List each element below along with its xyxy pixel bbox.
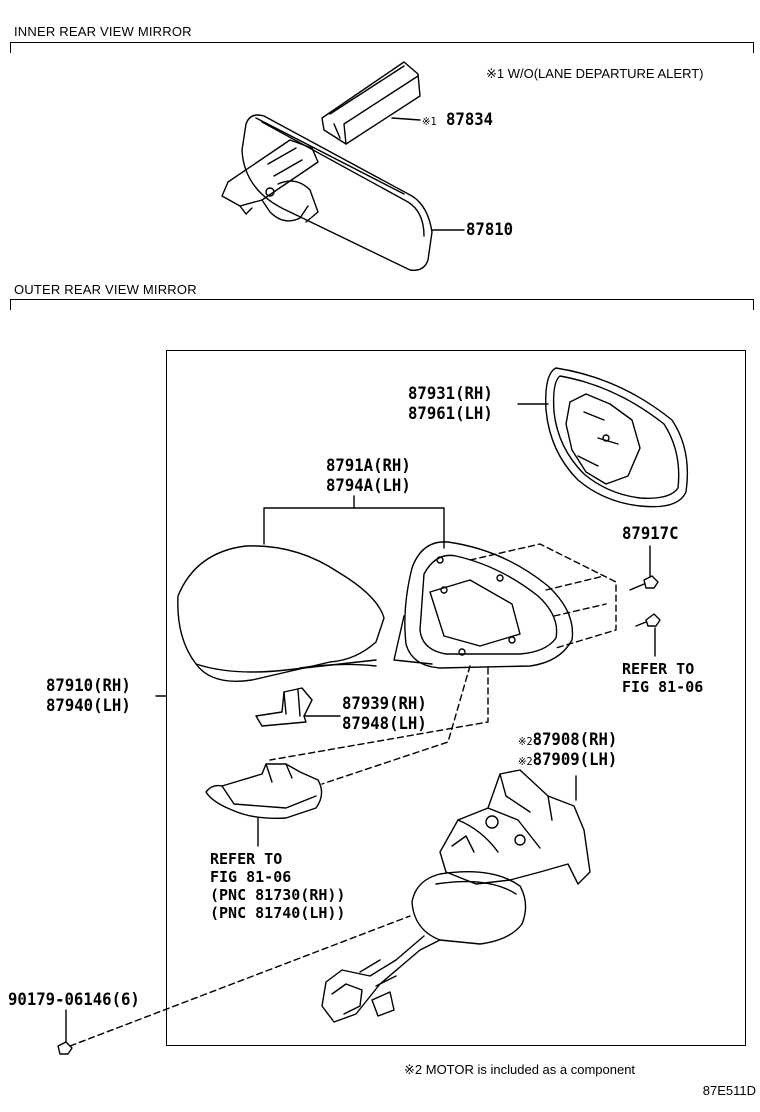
- label-87834: ※1 87834: [422, 110, 494, 130]
- label-87908-rh: ※287908(RH): [518, 730, 618, 750]
- dashed-guide-lamp-2: [321, 665, 471, 785]
- label-87917C: 87917C: [622, 524, 679, 544]
- label-8791A-rh: 8791A(RH): [326, 456, 411, 476]
- outer-section-bracket: [10, 299, 754, 310]
- figure-code: 87E511D: [702, 1083, 756, 1098]
- label-87940-lh: 87940(LH): [46, 696, 131, 716]
- inner-section-bracket: [10, 42, 754, 53]
- dashed-guide-screws: [545, 575, 607, 617]
- inner-section-title: INNER REAR VIEW MIRROR: [14, 24, 192, 39]
- label-87909-lh: ※287909(LH): [518, 750, 618, 770]
- ref-left-line-2: FIG 81-06: [210, 868, 292, 886]
- mirror-cover-8791A: [177, 545, 385, 682]
- mirror-actuator-87908: [439, 769, 591, 885]
- mirror-housing: [393, 541, 574, 669]
- mirror-base: [321, 871, 527, 1023]
- label-87931-rh: 87931(RH): [408, 384, 493, 404]
- label-90179: 90179-06146(6): [8, 990, 140, 1010]
- mirror-cover-87834: [321, 61, 421, 145]
- ref-left-line-4: (PNC 81740(LH)): [210, 904, 346, 922]
- label-87939-rh: 87939(RH): [342, 694, 427, 714]
- screw-87917C: [629, 575, 661, 627]
- ref-right-line-2: FIG 81-06: [622, 678, 704, 696]
- label-8794A-lh: 8794A(LH): [326, 476, 411, 496]
- outer-section-title: OUTER REAR VIEW MIRROR: [14, 282, 197, 297]
- label-87910-rh: 87910(RH): [46, 676, 131, 696]
- leader-8791A: [263, 507, 445, 549]
- dashed-guide-housing: [469, 543, 617, 649]
- note-1: ※1 W/O(LANE DEPARTURE ALERT): [486, 66, 704, 81]
- inner-mirror-87810: [221, 114, 433, 271]
- ref-left-line-3: (PNC 81730(RH)): [210, 886, 346, 904]
- mirror-glass-87931: [545, 367, 689, 508]
- turn-lamp-assembly: [205, 763, 323, 820]
- bracket-87939: [255, 687, 313, 727]
- label-87810: 87810: [466, 220, 514, 240]
- dashed-guide-lamp: [269, 667, 489, 761]
- leader-87834: [391, 117, 421, 121]
- label-87961-lh: 87961(LH): [408, 404, 493, 424]
- ref-right-line-1: REFER TO: [622, 660, 695, 678]
- ref-left-line-1: REFER TO: [210, 850, 283, 868]
- bolt-90179: [57, 915, 411, 1055]
- note-2: ※2 MOTOR is included as a component: [404, 1062, 636, 1077]
- outer-assembly-frame: [166, 350, 746, 1046]
- label-87948-lh: 87948(LH): [342, 714, 427, 734]
